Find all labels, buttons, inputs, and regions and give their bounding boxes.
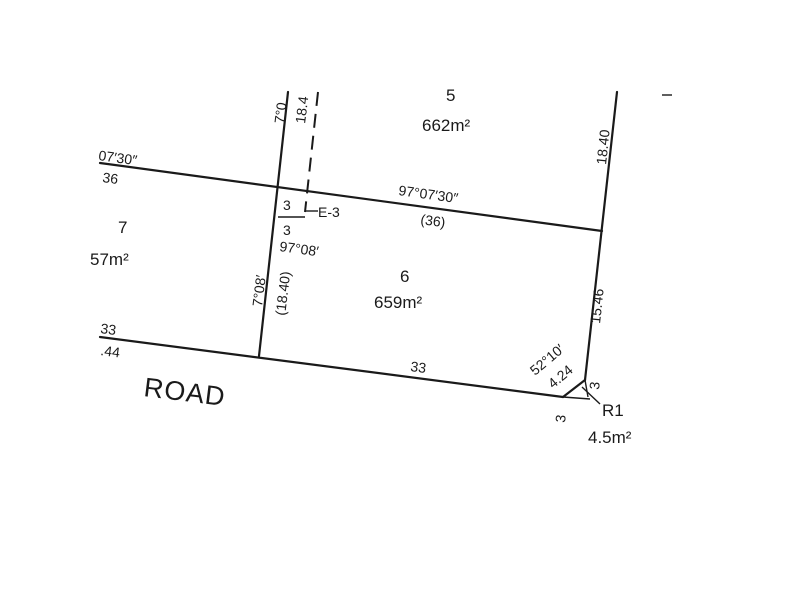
road-label: ROAD (142, 372, 227, 412)
truncation-edge (584, 379, 589, 398)
boundary-line-left (257, 90, 290, 358)
distance-road-44-left: .44 (100, 342, 122, 360)
truncation-line (561, 378, 587, 399)
distance-right-15-46: 15.46 (587, 288, 607, 325)
lot-5-area: 662m² (422, 116, 471, 135)
truncation-edge (562, 396, 591, 400)
easement-width-top: 3 (283, 197, 291, 213)
distance-left-36: 36 (102, 169, 120, 187)
easement-width-bottom: 3 (283, 222, 291, 238)
reserve-r1-number: R1 (602, 401, 624, 420)
distance-mid-36: (36) (420, 211, 447, 230)
easement-line (304, 91, 319, 213)
distance-right-18-40: 18.40 (593, 129, 613, 166)
bearing-left-vertical: 7°08′ (249, 274, 269, 308)
reserve-r1-area: 4.5m² (588, 428, 632, 447)
distance-left-18-40: (18.40) (272, 270, 293, 316)
r1-leader (581, 386, 601, 405)
bearing-lot6-inner: 97°08′ (279, 238, 321, 259)
boundary-line-right (583, 90, 619, 382)
easement-label: E-3 (318, 204, 340, 220)
lot-6-number: 6 (400, 267, 409, 286)
boundary-line-upper (98, 161, 604, 233)
boundary-line-road (98, 335, 565, 399)
lot-7-area: 57m² (90, 250, 129, 269)
truncation-width-bottom: 3 (552, 414, 569, 424)
distance-road-33-mid: 33 (410, 358, 428, 376)
bearing-top-left: 07′30″ (98, 147, 139, 168)
bearing-top-right: 97°07′30″ (398, 182, 460, 206)
bearing-top-vertical: 7°0 (271, 101, 289, 124)
truncation-width-right: 3 (586, 381, 603, 391)
lot-6-area: 659m² (374, 293, 423, 312)
distance-top-18-4: 18.4 (292, 95, 311, 124)
lot-7-number: 7 (118, 218, 127, 237)
lot-5-number: 5 (446, 86, 455, 105)
distance-road-33-left: 33 (100, 320, 118, 338)
